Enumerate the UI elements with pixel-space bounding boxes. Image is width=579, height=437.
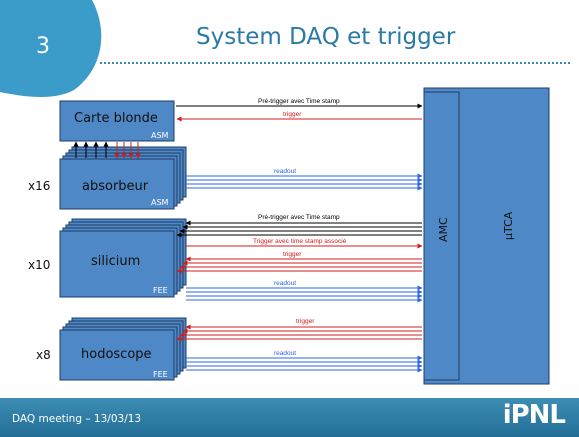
si-pretrigger-arrows: [176, 220, 422, 238]
carte-absorbeur-links: [73, 141, 141, 159]
ho-readout-label: readout: [274, 350, 296, 357]
cb-trigger-label: trigger: [283, 111, 302, 118]
si-trigger-label: trigger: [283, 251, 302, 258]
ho-trigger-label: trigger: [296, 318, 315, 325]
hodoscope-tag: FEE: [153, 370, 168, 379]
silicium-label: silicium: [91, 254, 140, 269]
absorbeur-label: absorbeur: [82, 179, 149, 194]
carte-blonde-tag: ASM: [151, 131, 169, 140]
absorbeur-stack: [59, 146, 187, 210]
title-divider: [100, 62, 570, 64]
daq-diagram: AMC µTCA Carte blonde ASM absorbeur ASM …: [28, 87, 550, 385]
ho-readout-arrows: [186, 355, 423, 373]
footer-text: DAQ meeting – 13/03/13: [12, 413, 142, 425]
carte-blonde-label: Carte blonde: [74, 111, 158, 126]
abs-readout-arrows: [186, 173, 423, 191]
utca-label: µTCA: [502, 211, 515, 240]
carte-blonde-box: [59, 100, 175, 142]
si-pretrigger-label: Pré-trigger avec Time stamp: [258, 214, 340, 221]
ipnl-logo: iPNL: [502, 400, 566, 430]
absorbeur-tag: ASM: [151, 198, 169, 207]
silicium-multiplicity: x10: [28, 258, 50, 272]
slide-number-badge: [0, 0, 102, 97]
absorbeur-multiplicity: x16: [28, 179, 50, 193]
si-trigger-ts-label: Trigger avec time stamp associé: [253, 238, 347, 245]
cb-pretrigger-label: Pré-trigger avec Time stamp: [258, 98, 340, 105]
ho-trigger-arrows: [176, 324, 422, 342]
slide-number: 3: [36, 34, 50, 59]
hodoscope-label: hodoscope: [81, 347, 152, 362]
hodoscope-multiplicity: x8: [36, 348, 51, 362]
si-trigger-arrows: [176, 256, 422, 274]
footer-bar: DAQ meeting – 13/03/13 iPNL: [0, 398, 579, 437]
si-readout-arrows: [186, 285, 423, 303]
si-readout-label: readout: [274, 280, 296, 287]
hodoscope-stack: [59, 317, 187, 381]
abs-readout-label: readout: [274, 168, 296, 175]
silicium-tag: FEE: [153, 286, 168, 295]
amc-label: AMC: [437, 217, 450, 242]
slide-title: System DAQ et trigger: [196, 24, 456, 50]
silicium-stack: [59, 218, 187, 298]
amc-card: [423, 91, 460, 381]
